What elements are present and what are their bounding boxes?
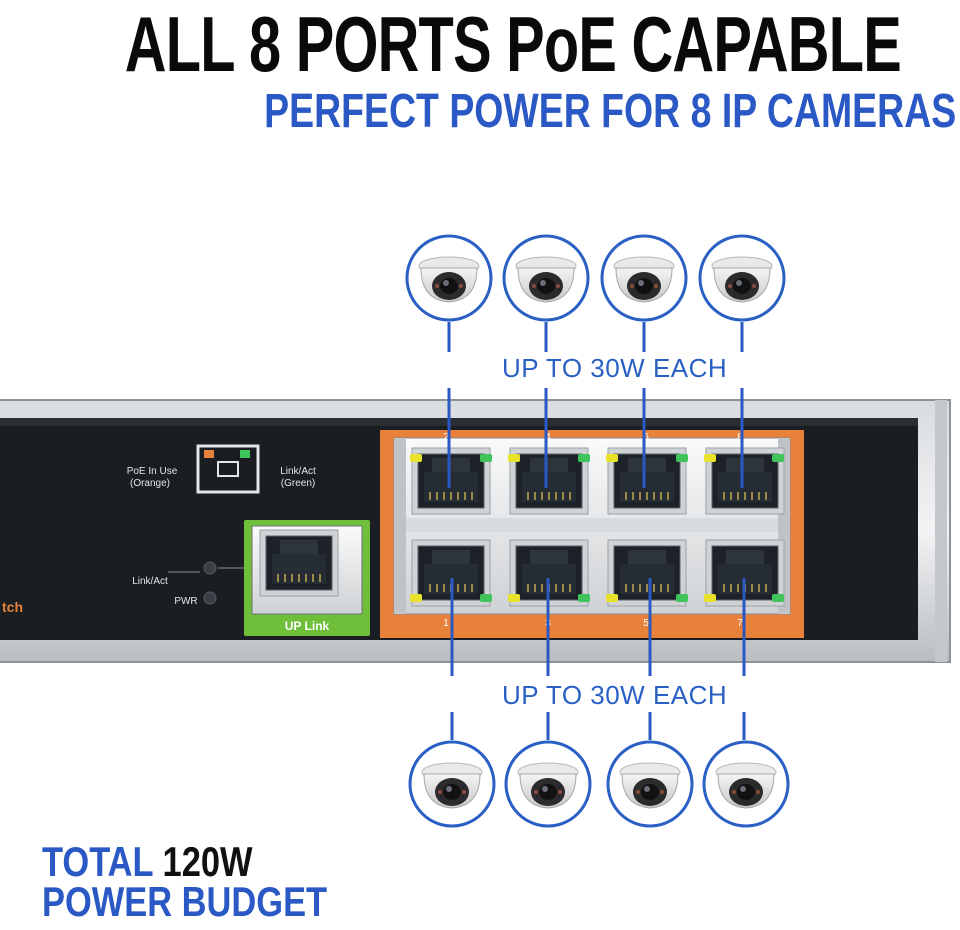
led-legend-left-1: PoE In Use	[127, 466, 178, 477]
status-led-icon	[203, 591, 217, 605]
port-number-top: 6	[643, 432, 649, 443]
status-led-linkact-label: Link/Act	[132, 576, 168, 587]
ethernet-port-icon	[509, 447, 589, 515]
port-number-bottom: 5	[643, 618, 649, 629]
connector-lines-top	[447, 322, 744, 488]
budget-total-label: TOTAL	[42, 838, 153, 885]
led-legend-right-1: Link/Act	[280, 466, 316, 477]
led-legend-left-2: (Orange)	[130, 478, 170, 489]
dome-camera-icon	[600, 234, 688, 322]
port-number-top: 8	[737, 432, 743, 443]
dome-camera-icon	[408, 740, 496, 828]
port-number-bottom: 7	[737, 618, 743, 629]
port-leds	[410, 454, 784, 602]
per-port-power-top: UP TO 30W EACH	[498, 353, 732, 384]
ethernet-port-icon	[607, 539, 687, 607]
ethernet-port-icon	[607, 447, 687, 515]
budget-line-1: TOTAL 120W	[42, 840, 253, 884]
dome-camera-icon	[405, 234, 493, 322]
headline: ALL 8 PORTS PoE CAPABLE	[124, 0, 902, 88]
port-number-top: 2	[443, 432, 449, 443]
per-port-power-bottom: UP TO 30W EACH	[498, 680, 732, 711]
dome-camera-icon	[504, 740, 592, 828]
status-led-icon	[203, 561, 217, 575]
dome-camera-icon	[606, 740, 694, 828]
ethernet-port-icon	[411, 447, 491, 515]
status-led-pwr-label: PWR	[174, 596, 197, 607]
dome-camera-icon	[698, 234, 786, 322]
dome-camera-icon	[702, 740, 790, 828]
subheadline: PERFECT POWER FOR 8 IP CAMERAS	[263, 85, 956, 138]
connector-lines-bottom	[450, 578, 746, 740]
led-legend-right-2: (Green)	[281, 478, 315, 489]
dome-camera-icon	[502, 234, 590, 322]
uplink-label: UP Link	[285, 619, 330, 633]
led-legend-icon	[196, 444, 260, 494]
budget-total-value: 120W	[162, 838, 253, 885]
budget-line-2: POWER BUDGET	[42, 878, 328, 925]
port-number-bottom: 1	[443, 618, 449, 629]
brand-fragment: tch	[2, 599, 23, 615]
port-number-top: 4	[545, 432, 551, 443]
